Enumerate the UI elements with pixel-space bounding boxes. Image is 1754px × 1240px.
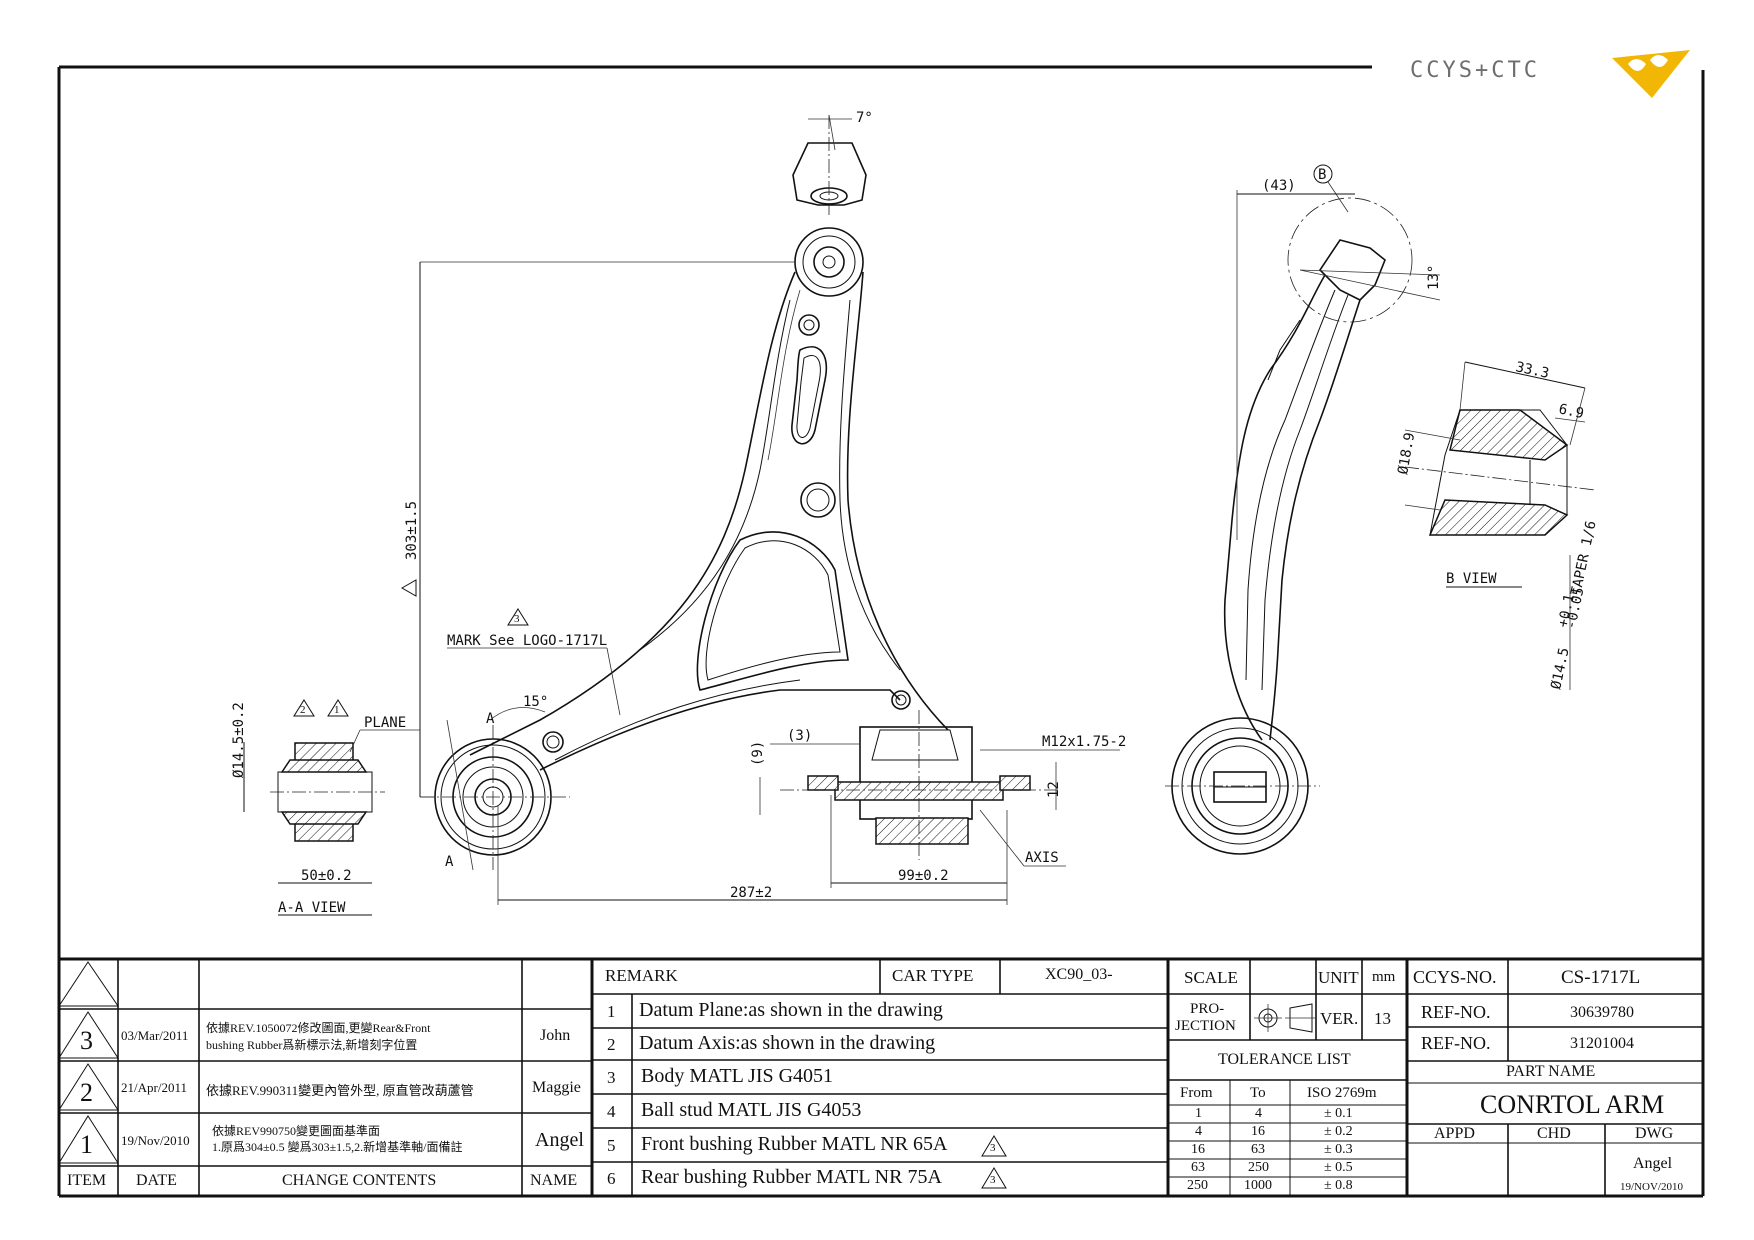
- taper-sup: +0.1: [1555, 593, 1578, 629]
- dim-6-9-label: 6.9: [1557, 401, 1585, 422]
- b-view: 33.3 6.9 Ø18.9 Ø14.5 +0.1 -0.05 TAPER 1/…: [1395, 359, 1599, 691]
- taper-rest: TAPER 1/6: [1568, 519, 1599, 597]
- section-a-top-label: A: [486, 711, 495, 727]
- dim-9-label: (9): [750, 741, 766, 766]
- thread-label: M12x1.75-2: [1042, 734, 1126, 750]
- dia-14-5-label: Ø14.5±0.2: [231, 702, 247, 778]
- dia-18-9-label: Ø18.9: [1395, 431, 1418, 475]
- section-a-bottom-label: A: [445, 854, 454, 870]
- dim-3-label: (3): [787, 728, 812, 744]
- dim-287-label: 287±2: [730, 885, 772, 901]
- front-view-dimensions: 303±1.5 287±2 99±0.2 (3) (9) M12x1.75-2 …: [400, 261, 1126, 905]
- logo-text: CCYS+CTC: [1410, 58, 1540, 83]
- detail-b-label: B: [1318, 167, 1326, 183]
- taper-label: Ø14.5: [1548, 646, 1572, 691]
- aa-section-view: Ø14.5±0.2 50±0.2 A-A VIEW 2 1 PLANE: [231, 699, 420, 916]
- angle-7-label: 7°: [856, 110, 873, 126]
- logo-mark-icon: [1612, 50, 1690, 98]
- title-block: [58, 957, 1703, 1196]
- control-arm-front-view: A A 15°: [420, 227, 1060, 871]
- ball-joint-cap: 7°: [792, 110, 873, 215]
- plane-rev-1: 1: [334, 704, 340, 716]
- dim-33-3-label: 33.3: [1514, 359, 1550, 382]
- sheet-border: [57, 65, 1705, 1198]
- b-view-title: B VIEW: [1446, 571, 1497, 587]
- plane-label: PLANE: [364, 715, 406, 731]
- axis-label: AXIS: [1025, 850, 1059, 866]
- company-logo: CCYS+CTC: [1410, 50, 1690, 98]
- dim-43-label: (43): [1262, 178, 1296, 194]
- control-arm-side-view: B (43) 13°: [1165, 164, 1442, 855]
- plane-rev-2: 2: [300, 704, 306, 716]
- taper-note: Ø14.5 +0.1 -0.05 TAPER 1/6: [1548, 519, 1599, 691]
- angle-15-label: 15°: [523, 694, 548, 710]
- mark-note-label: MARK See LOGO-1717L: [447, 633, 607, 649]
- dim-12-label: 12: [1046, 781, 1062, 798]
- mark-rev-3: 3: [514, 613, 520, 625]
- dim-99-label: 99±0.2: [898, 868, 949, 884]
- dim-303-label: 303±1.5: [404, 501, 420, 560]
- angle-13-label: 13°: [1426, 265, 1442, 290]
- dim-50-label: 50±0.2: [301, 868, 352, 884]
- aa-view-title: A-A VIEW: [278, 900, 346, 916]
